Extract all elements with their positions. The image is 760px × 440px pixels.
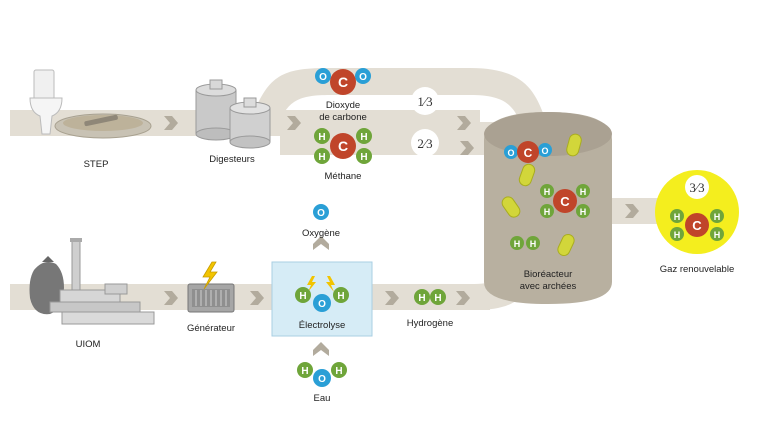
atom-symbol: H: [418, 293, 425, 304]
atom-symbol: H: [434, 293, 441, 304]
label-generator: Générateur: [187, 323, 235, 334]
generator-icon: [187, 261, 235, 313]
co2-in-reactor: O O C: [504, 141, 552, 163]
oxygen-molecule: O: [313, 204, 329, 220]
methane-molecule: H H H H C: [314, 128, 372, 164]
atom-symbol: H: [714, 212, 721, 222]
label-hydrogen: Hydrogène: [407, 318, 453, 329]
atom-symbol: H: [360, 152, 367, 163]
carbon-atom: [330, 69, 356, 95]
label-co2: Dioxyde: [326, 100, 360, 111]
arrow-bottom-3: [385, 291, 399, 305]
atom-symbol: O: [318, 374, 326, 385]
atom-symbol: C: [524, 146, 533, 160]
arrow-bottom-1: [164, 291, 178, 305]
label-step: STEP: [84, 159, 109, 170]
atom-symbol: C: [338, 138, 348, 154]
arrow-output: [625, 204, 639, 218]
hydrogen-molecule: H H: [414, 289, 446, 305]
atom-symbol: C: [338, 74, 348, 90]
atom-symbol: H: [335, 366, 342, 377]
atom-symbol: O: [359, 72, 367, 83]
arrow-up-water: [313, 342, 329, 356]
methane-in-reactor: H H H H C: [540, 184, 590, 218]
label-water: Eau: [314, 393, 331, 404]
atom-symbol: H: [360, 132, 367, 143]
oxygen-atom: [355, 68, 371, 84]
fraction-badges: 1⁄3 2⁄3: [411, 87, 439, 157]
atom-symbol: H: [674, 230, 681, 240]
atom-symbol: H: [514, 239, 521, 249]
atom-symbol: H: [337, 291, 344, 302]
flow-arrows: [164, 116, 639, 356]
atom-symbol: O: [317, 208, 325, 219]
atom-symbol: O: [319, 72, 327, 83]
arrow-top-3: [457, 116, 471, 130]
atom-symbol: H: [544, 207, 551, 217]
water-molecule: H H O: [297, 362, 347, 387]
label-methane: Méthane: [325, 171, 362, 182]
step-icon: [29, 69, 152, 139]
fraction-gas: 3⁄3: [689, 180, 704, 195]
atom-symbol: H: [530, 239, 537, 249]
label-oxygen: Oxygène: [302, 228, 340, 239]
labels: STEP Digesteurs Dioxyde de carbone Métha…: [76, 100, 454, 404]
lightning-bolt-icon: [202, 261, 218, 290]
co2-molecule: O O C: [315, 68, 371, 95]
digester-icon: [195, 79, 271, 149]
archaea-cells: [501, 133, 582, 257]
arrow-top-2: [287, 116, 301, 130]
label-digesters: Digesteurs: [209, 154, 255, 165]
atom-symbol: H: [318, 152, 325, 163]
arrow-top-4: [460, 141, 474, 155]
label-bioreactor-sub: avec archées: [520, 281, 577, 292]
electrolysis-box: H H O Électrolyse: [271, 261, 373, 337]
atom-symbol: H: [674, 212, 681, 222]
atom-symbol: H: [544, 187, 551, 197]
oxygen-atom: [315, 68, 331, 84]
atom-symbol: H: [318, 132, 325, 143]
bioreactor: O O C H H H H C H H Bioréacteur avec arc…: [484, 112, 612, 304]
renewable-gas: 3⁄3 H H H H C Gaz renouvelable: [655, 170, 739, 275]
hydrogen-in-reactor: H H: [510, 236, 540, 250]
arrow-bottom-2: [250, 291, 264, 305]
atom-symbol: H: [580, 187, 587, 197]
top-lower-branch: [280, 110, 480, 155]
atom-symbol: O: [541, 146, 548, 156]
atom-symbol: H: [299, 291, 306, 302]
lightning-bolt-icon: [326, 276, 335, 292]
label-renewable-gas: Gaz renouvelable: [660, 264, 734, 275]
uiom-icon: [29, 238, 155, 325]
label-uiom: UIOM: [76, 339, 101, 350]
atom-symbol: O: [507, 148, 514, 158]
lightning-bolt-icon: [307, 276, 316, 292]
atom-symbol: C: [560, 194, 570, 209]
label-electrolysis: Électrolyse: [299, 320, 345, 331]
atom-symbol: C: [692, 218, 702, 233]
fraction-ch4: 2⁄3: [417, 136, 432, 151]
arrow-up-oxygen: [313, 236, 329, 250]
atom-symbol: H: [714, 230, 721, 240]
atom-symbol: O: [318, 299, 326, 310]
label-bioreactor: Bioréacteur: [524, 269, 573, 280]
arrow-top-1: [164, 116, 178, 130]
atom-symbol: H: [301, 366, 308, 377]
label-co2-sub: de carbone: [319, 112, 367, 123]
fraction-co2: 1⁄3: [417, 94, 432, 109]
arrow-bottom-4: [456, 291, 470, 305]
atom-symbol: H: [580, 207, 587, 217]
